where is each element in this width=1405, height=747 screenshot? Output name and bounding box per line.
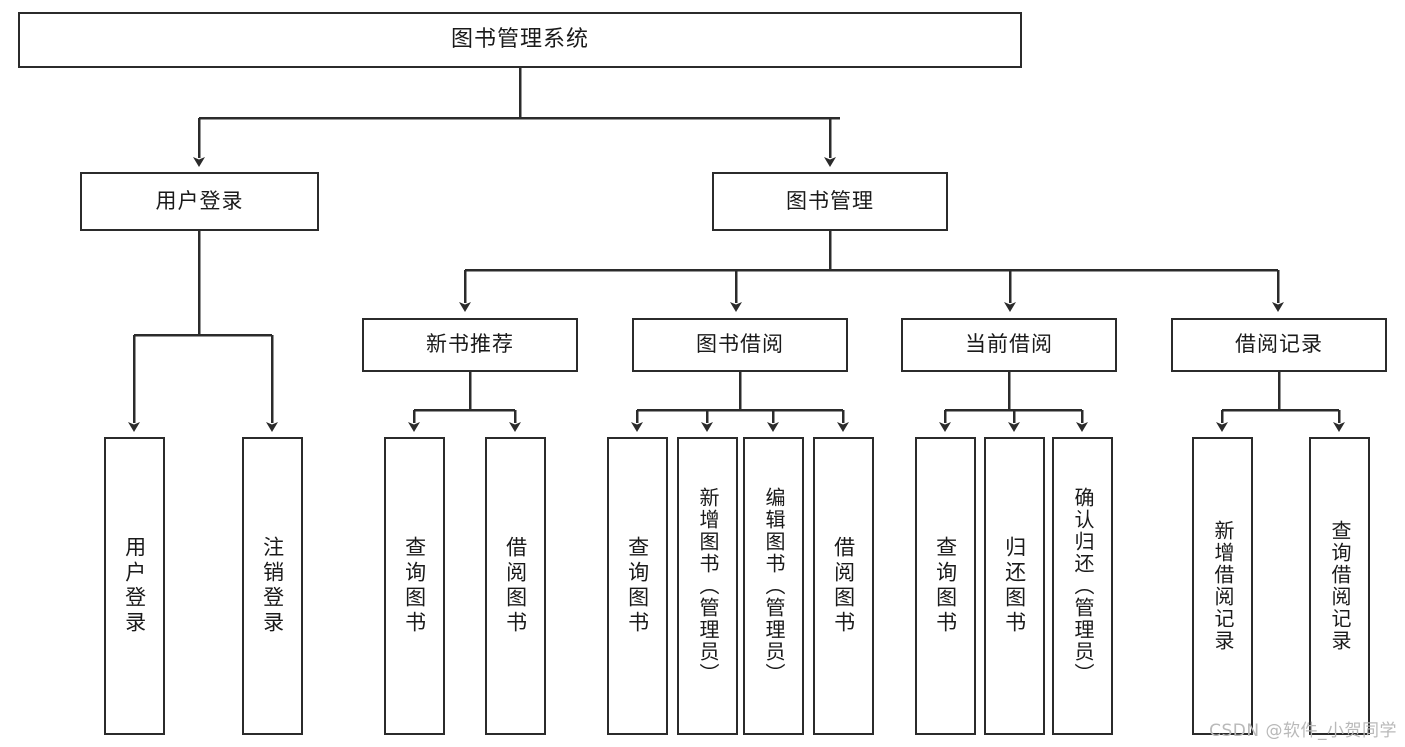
leaf-current-confirm-return-admin[interactable]: 确认归还（管理员）	[1052, 437, 1113, 735]
node-label: 图书借阅	[696, 332, 784, 357]
leaf-new-book-borrow[interactable]: 借阅图书	[485, 437, 546, 735]
node-label: 借阅记录	[1235, 332, 1323, 357]
node-label: 图书管理	[786, 188, 874, 213]
leaf-new-book-query[interactable]: 查询图书	[384, 437, 445, 735]
node-label: 新增借阅记录	[1211, 520, 1235, 652]
node-label: 用户登录	[155, 188, 244, 213]
node-label: 查询借阅记录	[1328, 520, 1352, 652]
node-label: 归还图书	[1002, 536, 1027, 636]
node-user-login[interactable]: 用户登录	[80, 172, 319, 231]
leaf-borrow-query-book[interactable]: 查询图书	[607, 437, 668, 735]
node-label: 新书推荐	[426, 332, 514, 357]
node-label: 查询图书	[402, 536, 427, 636]
node-label: 借阅图书	[831, 536, 856, 636]
leaf-record-query-record[interactable]: 查询借阅记录	[1309, 437, 1370, 735]
leaf-borrow-borrow-book[interactable]: 借阅图书	[813, 437, 874, 735]
node-label: 图书管理系统	[450, 26, 589, 52]
leaf-current-return-book[interactable]: 归还图书	[984, 437, 1045, 735]
leaf-borrow-edit-book-admin[interactable]: 编辑图书（管理员）	[743, 437, 804, 735]
node-book-management[interactable]: 图书管理	[712, 172, 948, 231]
leaf-record-add-record[interactable]: 新增借阅记录	[1192, 437, 1253, 735]
leaf-user-login-logout[interactable]: 注销登录	[242, 437, 303, 735]
node-label: 查询图书	[933, 536, 958, 636]
node-label: 查询图书	[625, 536, 650, 636]
node-root-system[interactable]: 图书管理系统	[18, 12, 1022, 68]
leaf-current-query-book[interactable]: 查询图书	[915, 437, 976, 735]
node-label: 注销登录	[260, 536, 285, 636]
node-current-borrow[interactable]: 当前借阅	[901, 318, 1117, 372]
leaf-user-login-login[interactable]: 用户登录	[104, 437, 165, 735]
node-borrow-record[interactable]: 借阅记录	[1171, 318, 1387, 372]
node-label: 借阅图书	[503, 536, 528, 636]
node-new-book-recommend[interactable]: 新书推荐	[362, 318, 578, 372]
node-label: 编辑图书（管理员）	[762, 487, 786, 685]
watermark: CSDN @软件_小贺同学	[1209, 721, 1397, 741]
node-label: 确认归还（管理员）	[1071, 487, 1095, 685]
node-label: 新增图书（管理员）	[696, 487, 720, 685]
node-book-borrow[interactable]: 图书借阅	[632, 318, 848, 372]
node-label: 用户登录	[122, 536, 147, 636]
leaf-borrow-add-book-admin[interactable]: 新增图书（管理员）	[677, 437, 738, 735]
node-label: 当前借阅	[965, 332, 1053, 357]
